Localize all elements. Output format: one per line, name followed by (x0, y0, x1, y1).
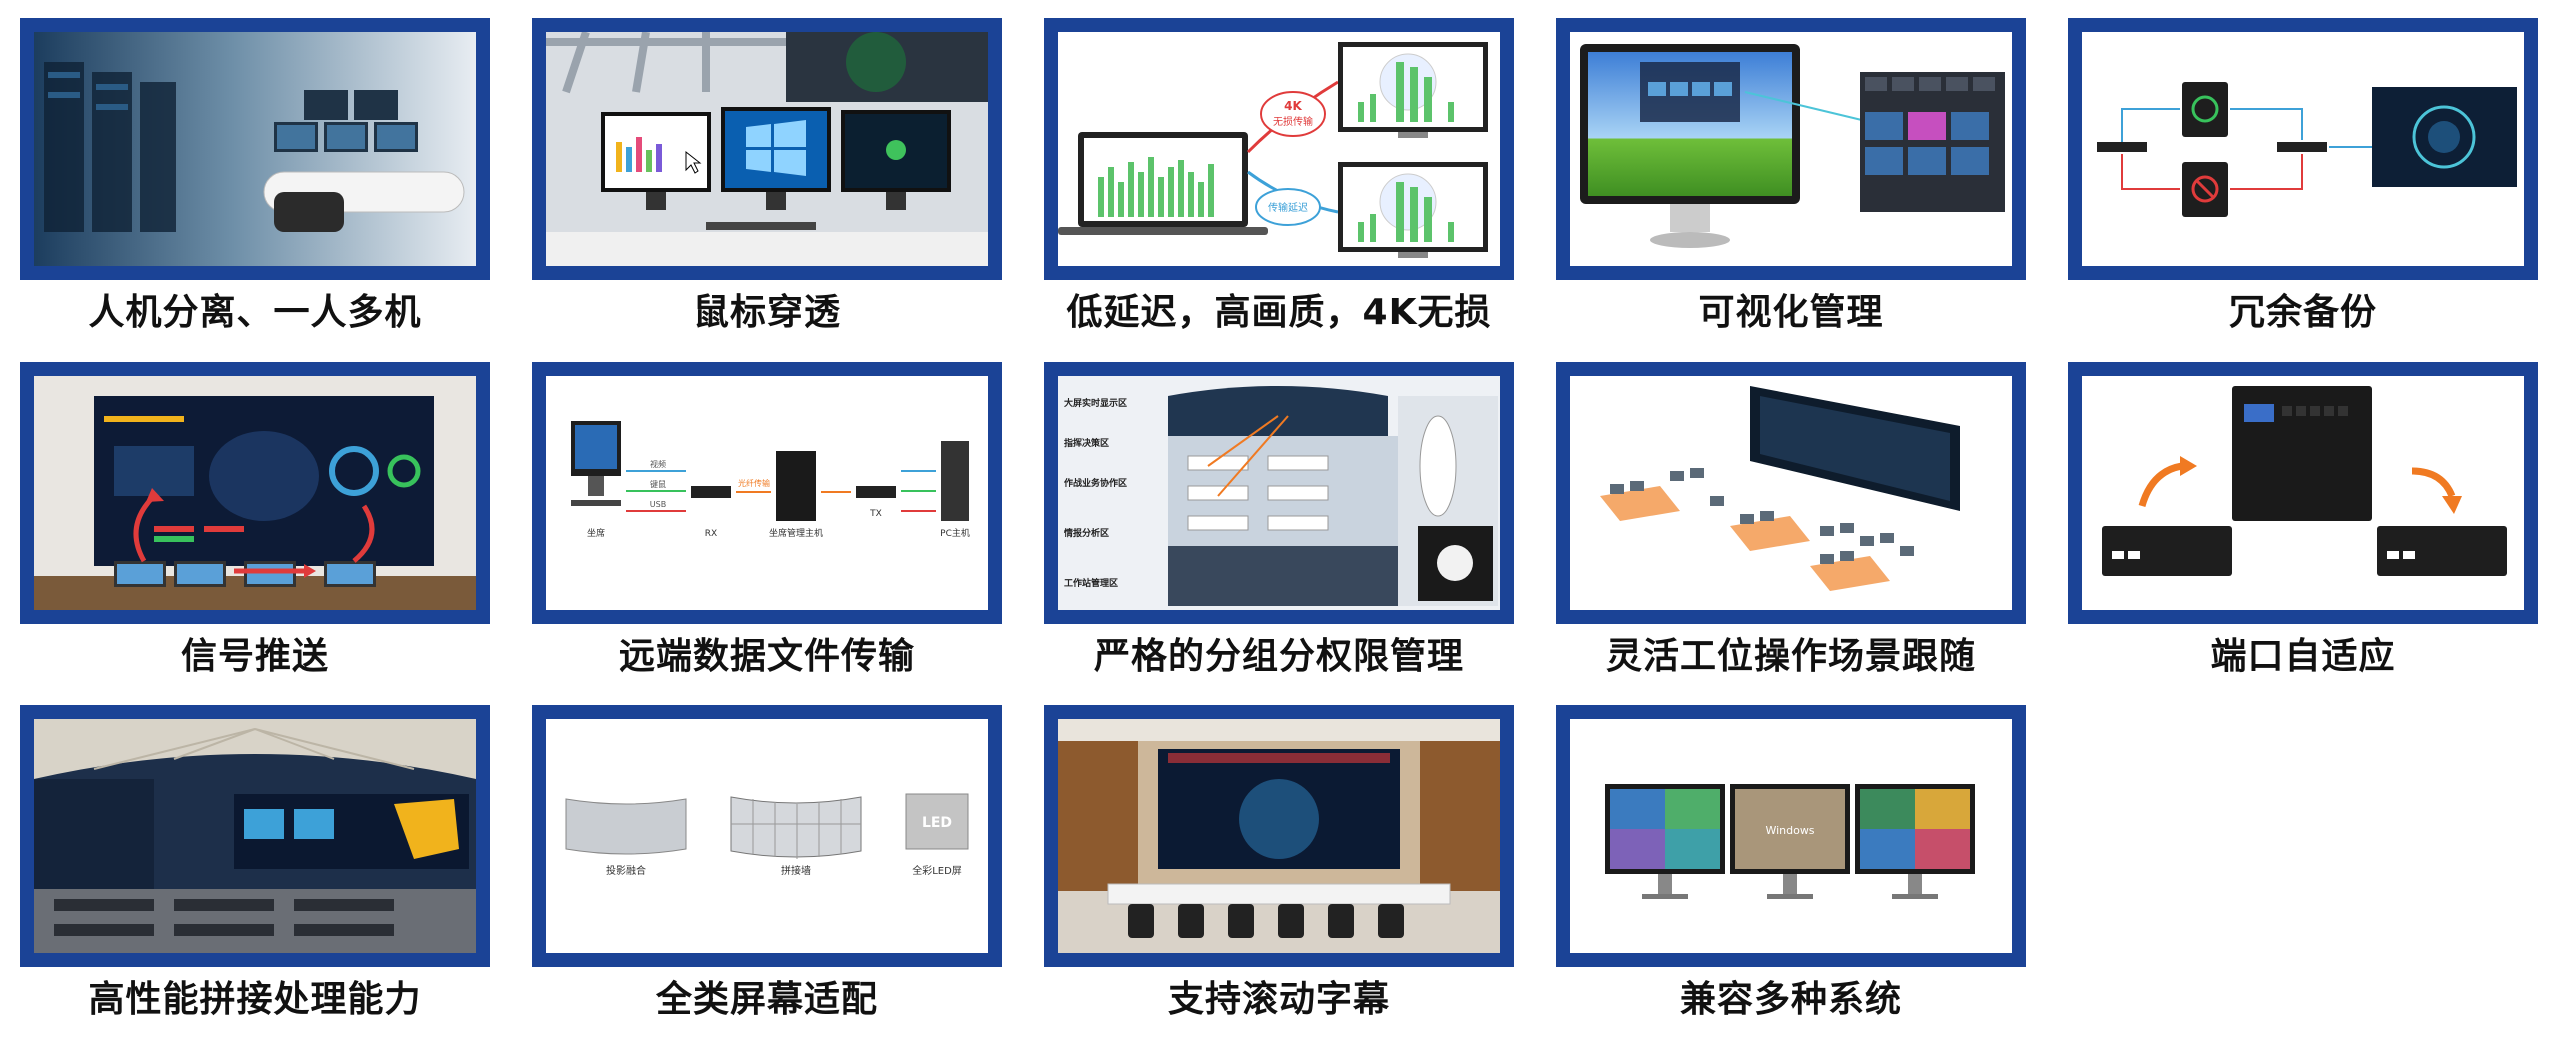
feature-card-1[interactable]: 人机分离、一人多机 (20, 18, 490, 335)
zone-3-label: 作战业务协作区 (1064, 477, 1127, 489)
projection-label: 投影融合 (606, 864, 646, 877)
rx-label: RX (705, 529, 717, 539)
feature-card-2[interactable]: 鼠标穿透 (532, 18, 1002, 335)
label-latency: 传输延迟 (1268, 201, 1308, 214)
feature-image-port-adaptive (2068, 362, 2538, 624)
feature-title: 冗余备份 (2228, 292, 2377, 333)
feature-title: 全类屏幕适配 (655, 979, 878, 1020)
link-usb-label: USB (650, 500, 666, 509)
feature-card-5[interactable]: 冗余备份 (2068, 18, 2538, 335)
feature-card-7[interactable]: 视频 键鼠 USB 光纤传输 坐席 RX 坐席管理主机 TX PC主机 远端数据… (532, 362, 1002, 679)
zone-5-label: 工作站管理区 (1064, 577, 1118, 589)
tx-label: TX (869, 509, 882, 519)
led-label: LED (922, 815, 952, 831)
feature-image-visual-management (1556, 18, 2026, 280)
feature-image-splicing-processing (20, 705, 490, 967)
feature-card-13[interactable]: 支持滚动字幕 (1044, 705, 1514, 1022)
feature-title: 灵活工位操作场景跟随 (1605, 636, 1976, 677)
feature-image-remote-file-transfer: 视频 键鼠 USB 光纤传输 坐席 RX 坐席管理主机 TX PC主机 (532, 362, 1002, 624)
feature-title: 端口自适应 (2210, 636, 2396, 677)
feature-title: 鼠标穿透 (692, 292, 841, 333)
feature-title: 兼容多种系统 (1679, 979, 1902, 1020)
link-video-label: 视频 (650, 459, 666, 469)
feature-title: 严格的分组分权限管理 (1093, 636, 1464, 677)
feature-image-redundancy-backup (2068, 18, 2538, 280)
feature-image-scrolling-subtitles (1044, 705, 1514, 967)
seat-label: 坐席 (587, 527, 605, 539)
pc-label: PC主机 (940, 527, 970, 539)
windows-label: Windows (1765, 824, 1814, 837)
feature-image-mouse-roaming (532, 18, 1002, 280)
badge-4k: 4K (1284, 99, 1302, 113)
feature-card-11[interactable]: 高性能拼接处理能力 (20, 705, 490, 1022)
feature-card-4[interactable]: 可视化管理 (1556, 18, 2026, 335)
feature-title: 人机分离、一人多机 (88, 292, 422, 333)
feature-image-group-permission: 大屏实时显示区 指挥决策区 作战业务协作区 情报分析区 工作站管理区 (1044, 362, 1514, 624)
feature-title: 远端数据文件传输 (618, 636, 915, 677)
feature-card-8[interactable]: 大屏实时显示区 指挥决策区 作战业务协作区 情报分析区 工作站管理区 严格的分组… (1044, 362, 1514, 679)
link-kvm-label: 键鼠 (650, 479, 666, 489)
zone-1-label: 大屏实时显示区 (1064, 397, 1127, 409)
feature-title: 高性能拼接处理能力 (88, 979, 422, 1020)
server-label: 坐席管理主机 (769, 527, 823, 539)
videowall-label: 拼接墙 (781, 864, 811, 877)
feature-image-human-machine-separation (20, 18, 490, 280)
feature-card-3[interactable]: 4K 无损传输 传输延迟 低延迟，高画质，4K无损 (1044, 18, 1514, 335)
feature-image-signal-push (20, 362, 490, 624)
feature-image-low-latency: 4K 无损传输 传输延迟 (1044, 18, 1514, 280)
led-screen-label: 全彩LED屏 (912, 864, 962, 877)
feature-card-14[interactable]: Windows 兼容多种系统 (1556, 705, 2026, 1022)
feature-card-12[interactable]: LED 投影融合 拼接墙 全彩LED屏 全类屏幕适配 (532, 705, 1002, 1022)
feature-title: 信号推送 (180, 636, 329, 677)
feature-image-workstation-follow (1556, 362, 2026, 624)
feature-title: 支持滚动字幕 (1167, 979, 1390, 1020)
feature-card-10[interactable]: 端口自适应 (2068, 362, 2538, 679)
feature-image-screen-adaptation: LED 投影融合 拼接墙 全彩LED屏 (532, 705, 1002, 967)
feature-card-6[interactable]: 信号推送 (20, 362, 490, 679)
label-lossless: 无损传输 (1273, 115, 1313, 128)
zone-4-label: 情报分析区 (1063, 527, 1109, 539)
feature-title: 可视化管理 (1698, 292, 1884, 333)
link-fiber-label: 光纤传输 (738, 478, 770, 488)
feature-card-9[interactable]: 灵活工位操作场景跟随 (1556, 362, 2026, 679)
zone-2-label: 指挥决策区 (1064, 437, 1109, 449)
feature-title: 低延迟，高画质，4K无损 (1066, 292, 1492, 333)
feature-image-multi-os-compatible: Windows (1556, 705, 2026, 967)
